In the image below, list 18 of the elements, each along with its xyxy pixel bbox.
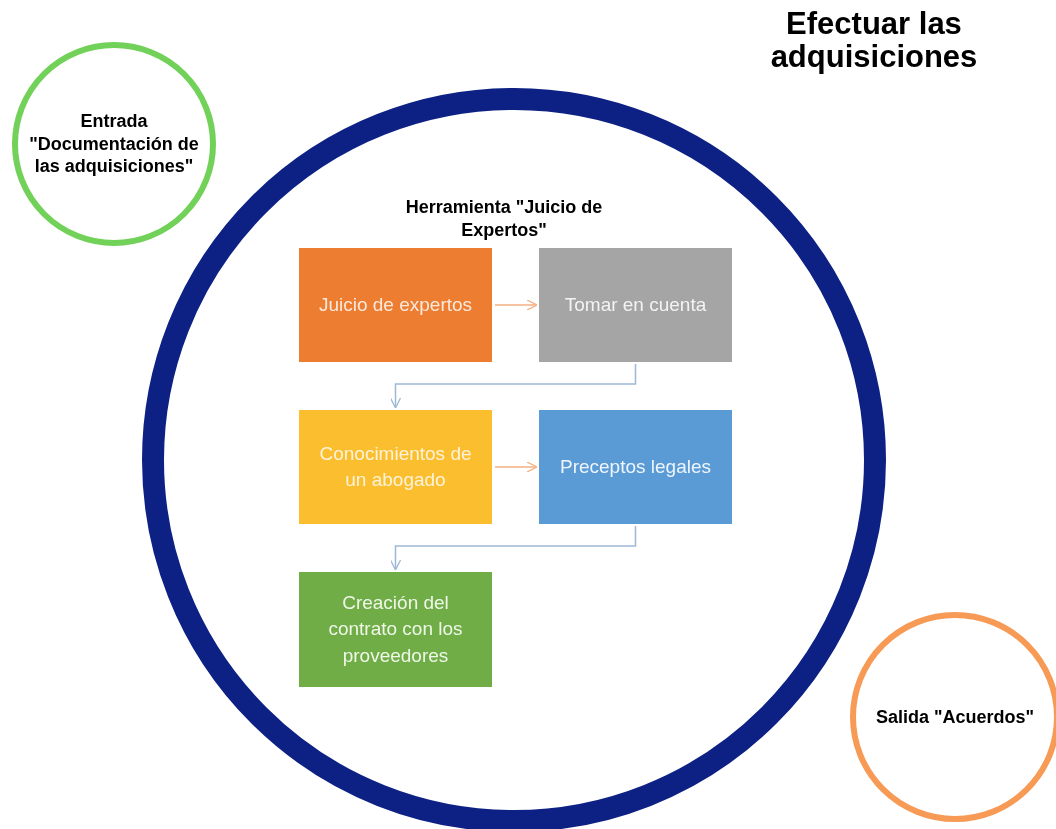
process-box (299, 572, 492, 687)
process-box (539, 248, 732, 362)
node-label: Salida "Acuerdos" (874, 705, 1036, 729)
node-label: Conocimientos de un abogado (318, 441, 473, 492)
arrow (494, 299, 538, 311)
process-box (299, 410, 492, 524)
arrow (389, 363, 637, 409)
arrow (494, 461, 538, 473)
node-label: Creación del contrato con los proveedores (327, 591, 464, 668)
node-label: Tomar en cuenta (563, 292, 708, 317)
process-box (539, 410, 732, 524)
process-box (299, 248, 492, 362)
node-label: Herramienta "Juicio de Expertos" (404, 196, 604, 241)
arrow (389, 525, 637, 571)
node-label: Juicio de expertos (317, 292, 474, 317)
node-label: Preceptos legales (558, 454, 712, 479)
title: Efectuar las adquisiciones (769, 8, 979, 74)
node-label: Entrada "Documentación de las adquisiciones" (28, 110, 200, 178)
